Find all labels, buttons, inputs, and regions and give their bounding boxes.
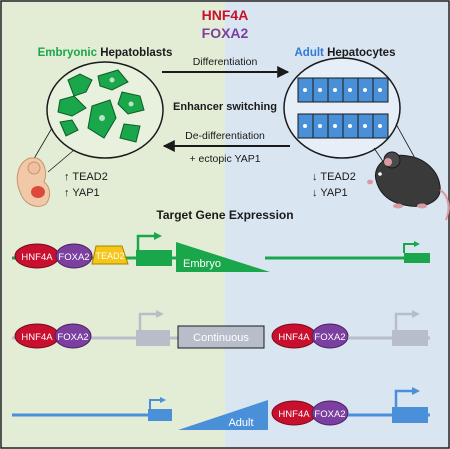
continuous-gene-box-right: [392, 330, 428, 346]
adult-foxa2: [311, 400, 349, 426]
adult-gene-box-right: [392, 407, 428, 423]
continuous-foxa2: [54, 323, 92, 349]
embryo-gene-box-left: [136, 250, 172, 266]
continuous-foxa2-right: [311, 323, 349, 349]
hepatocyte-cells: [283, 57, 401, 159]
adult-label: Adult: [228, 417, 253, 429]
differentiation-label: Differentiation: [193, 56, 258, 68]
section-title: Target Gene Expression: [156, 208, 293, 222]
continuous-label: Continuous: [193, 332, 249, 344]
embryo-foxa2: [55, 243, 93, 269]
right-marker-yap1: ↓ YAP1: [312, 187, 348, 199]
continuous-hnf4a-label: HNF4A: [21, 332, 53, 343]
continuous-tss-left: [138, 312, 158, 330]
adult-wedge: [178, 400, 268, 430]
left-panel-title: Embryonic Hepatoblasts: [38, 47, 173, 59]
adult-tss-left: [149, 399, 162, 409]
right-marker-tead2: ↓ TEAD2: [312, 171, 356, 183]
embryo-gene-box-right: [404, 253, 430, 263]
row-adult: Adult HNF4A FOXA2: [12, 387, 430, 430]
right-zoom-line: [395, 123, 417, 161]
header-foxa2: FOXA2: [202, 25, 249, 41]
left-zoom-line: [31, 127, 53, 163]
hepatoblast-cells: [46, 61, 164, 159]
adult-foxa2-label: FOXA2: [314, 409, 345, 420]
embryo-tead2-label: TEAD2: [95, 251, 124, 261]
mouse-illustration: [367, 151, 450, 221]
enhancer-switching-label: Enhancer switching: [173, 101, 277, 113]
row-continuous: HNF4A FOXA2 Continuous HNF4A FOXA2: [12, 310, 430, 349]
ectopic-label: + ectopic YAP1: [189, 153, 260, 165]
left-marker-tead2: ↑ TEAD2: [64, 171, 108, 183]
embryo-tss-arrow: [136, 234, 156, 250]
left-title-rest: Hepatoblasts: [97, 47, 172, 59]
row-embryo: Embryo HNF4A FOXA2 TEAD2: [12, 232, 430, 272]
adult-hnf4a-label: HNF4A: [278, 409, 310, 420]
left-marker-yap1: ↑ YAP1: [64, 187, 100, 199]
continuous-foxa2-right-label: FOXA2: [314, 332, 345, 343]
embryo-hnf4a-label: HNF4A: [21, 252, 53, 263]
continuous-tss-right: [394, 312, 414, 330]
embryo-wedge: [176, 242, 270, 272]
continuous-hnf4a-right-label: HNF4A: [278, 332, 310, 343]
right-title-rest: Hepatocytes: [324, 47, 396, 59]
adult-tss-right: [394, 389, 414, 407]
left-zoom-line-2: [47, 149, 75, 173]
right-panel-title: Adult Hepatocytes: [295, 47, 396, 59]
adult-gene-box-left: [148, 409, 172, 421]
right-title-accent: Adult: [295, 47, 325, 59]
left-title-accent: Embryonic: [38, 47, 98, 59]
embryo-foxa2-label: FOXA2: [58, 252, 89, 263]
embryo-tss-right: [403, 243, 416, 253]
embryo-tead2: [91, 245, 129, 265]
embryo-label: Embryo: [183, 258, 221, 270]
dedifferentiation-label: De-differentiation: [185, 130, 265, 142]
header-hnf4a: HNF4A: [202, 7, 249, 23]
embryo-illustration: [16, 157, 51, 207]
continuous-box: [177, 325, 265, 349]
continuous-foxa2-label: FOXA2: [57, 332, 88, 343]
continuous-gene-box-left: [136, 330, 170, 346]
